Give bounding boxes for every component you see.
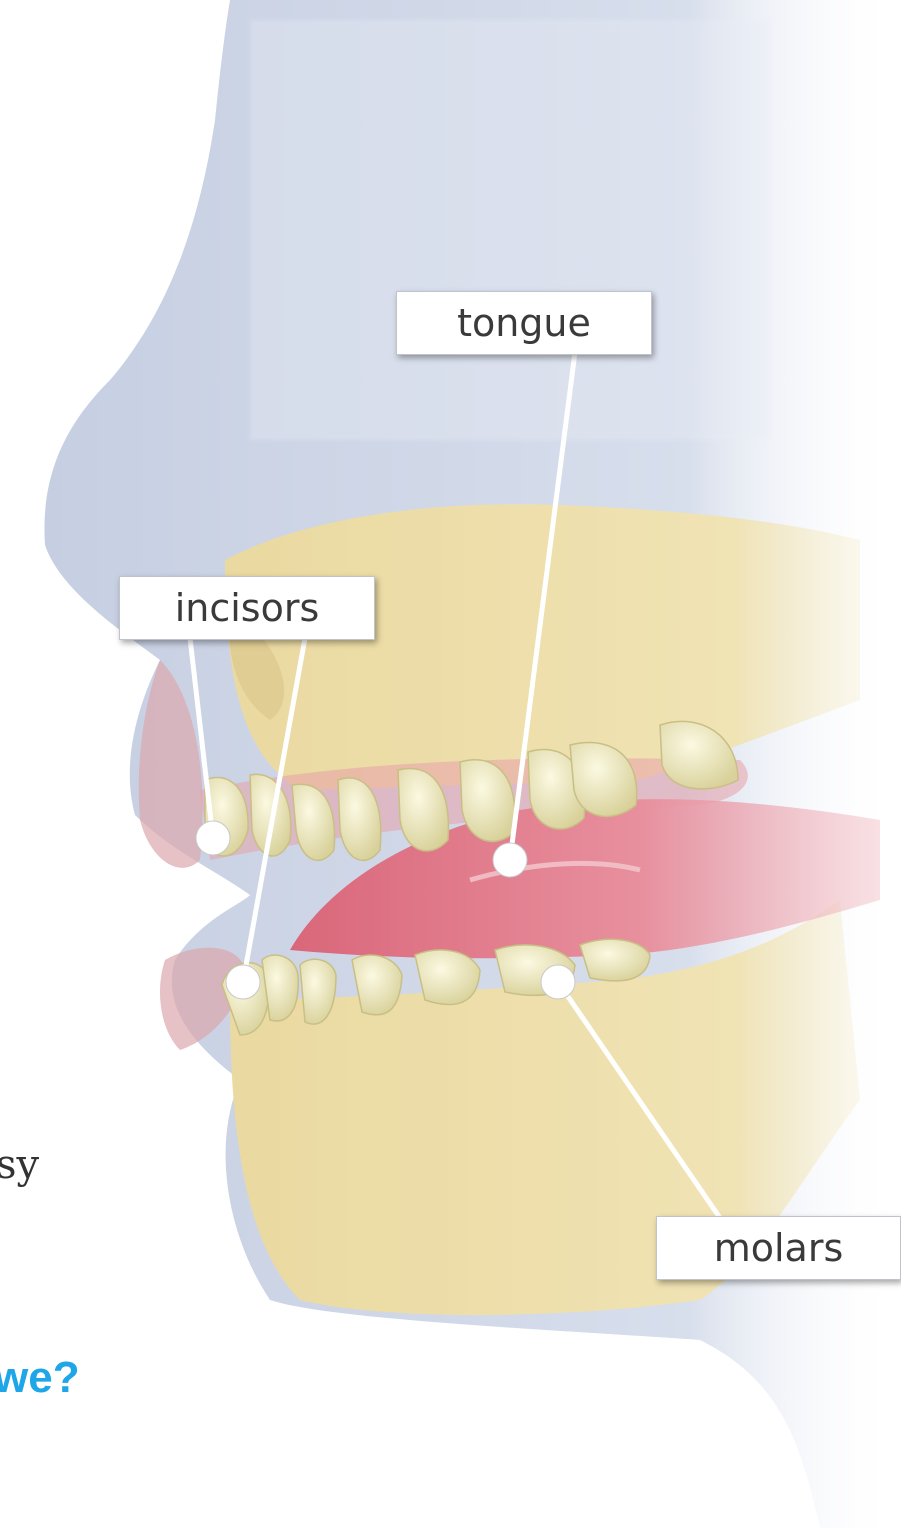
molars-label: molars: [656, 1216, 901, 1280]
tongue-label: tongue: [396, 291, 652, 355]
cropped-text-fragment: sy: [0, 1142, 39, 1188]
incisors-lower-dot: [226, 965, 260, 999]
incisors-label: incisors: [119, 576, 375, 640]
cropped-question-fragment: we?: [0, 1353, 80, 1403]
incisors-upper-dot: [196, 821, 230, 855]
tongue-dot: [493, 843, 527, 877]
molars-dot: [541, 965, 575, 999]
